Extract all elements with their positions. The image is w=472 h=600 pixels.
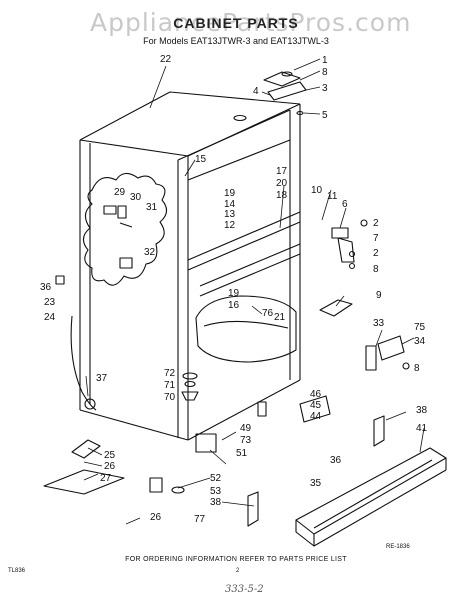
- diagram-subtitle: For Models EAT13JTWR-3 and EAT13JTWL-3: [143, 36, 329, 46]
- callout-9: 9: [376, 290, 382, 301]
- cabinet-shell: [79, 91, 301, 441]
- callout-14: 14: [224, 199, 236, 210]
- callout-44: 44: [310, 411, 322, 422]
- ordering-note: FOR ORDERING INFORMATION REFER TO PARTS …: [125, 556, 347, 563]
- callout-7: 7: [373, 233, 379, 244]
- callout-2-upper: 2: [373, 218, 379, 229]
- callout-31: 31: [146, 202, 158, 213]
- callout-22: 22: [160, 54, 172, 65]
- diagram-code: RE-1836: [386, 544, 410, 550]
- callout-18: 18: [276, 190, 288, 201]
- document-number: TL836: [8, 568, 26, 574]
- callout-72: 72: [164, 368, 176, 379]
- callout-16: 16: [228, 300, 240, 311]
- callout-51: 51: [236, 448, 248, 459]
- callout-37: 37: [96, 373, 108, 384]
- callout-41: 41: [416, 423, 428, 434]
- base-grille: [295, 447, 447, 547]
- callout-35: 35: [310, 478, 322, 489]
- callout-8-bottom: 8: [414, 363, 420, 374]
- callout-2-lower: 2: [373, 248, 379, 259]
- callout-5: 5: [322, 110, 328, 121]
- handwritten-note: 333-5-2: [225, 584, 264, 595]
- diagram-title: CABINET PARTS: [173, 15, 299, 31]
- callout-38-bottom: 38: [210, 497, 222, 508]
- callout-45: 45: [310, 400, 322, 411]
- callout-6: 6: [342, 199, 348, 210]
- callout-27: 27: [100, 473, 112, 484]
- callout-20: 20: [276, 178, 288, 189]
- page-mark: 2: [236, 568, 240, 574]
- bottom-hinge: [365, 335, 410, 371]
- callout-32: 32: [144, 247, 156, 258]
- cutaway-cloud: [82, 172, 168, 286]
- watermark: AppliancePartsPros.com: [90, 8, 412, 37]
- callout-19-upper: 19: [224, 188, 236, 199]
- callout-17: 17: [276, 166, 288, 177]
- callout-21: 21: [274, 312, 286, 323]
- callout-1: 1: [322, 55, 328, 66]
- callout-15: 15: [195, 154, 207, 165]
- drain-pan: [195, 295, 297, 363]
- callout-29: 29: [114, 187, 126, 198]
- callout-76: 76: [262, 308, 274, 319]
- callout-73: 73: [240, 435, 252, 446]
- callout-71: 71: [164, 380, 176, 391]
- callout-30: 30: [130, 192, 142, 203]
- callout-23: 23: [44, 297, 56, 308]
- callout-labels: 1 8 3 4 5 22 15 17 20 18 10 11 6 2 7 2 8…: [40, 54, 428, 525]
- callout-25: 25: [104, 450, 116, 461]
- callout-24: 24: [44, 312, 56, 323]
- callout-52: 52: [210, 473, 222, 484]
- callout-70: 70: [164, 392, 176, 403]
- callout-19-lower: 19: [228, 288, 240, 299]
- callout-36-left: 36: [40, 282, 52, 293]
- center-hinge: [331, 219, 368, 270]
- callout-34: 34: [414, 336, 426, 347]
- callout-11: 11: [327, 191, 338, 202]
- callout-26-lower: 26: [150, 512, 162, 523]
- callout-46: 46: [310, 389, 322, 400]
- callout-38-right: 38: [416, 405, 428, 416]
- callout-3: 3: [322, 83, 328, 94]
- callout-75: 75: [414, 322, 426, 333]
- shelf-rails: [187, 139, 301, 297]
- callout-13: 13: [224, 209, 236, 220]
- callout-49: 49: [240, 423, 252, 434]
- callout-8: 8: [322, 67, 328, 78]
- callout-12: 12: [224, 220, 236, 231]
- door-handle-part: [319, 299, 353, 317]
- callout-4: 4: [253, 86, 259, 97]
- callout-36-right: 36: [330, 455, 342, 466]
- callout-77: 77: [194, 514, 206, 525]
- callout-53: 53: [210, 486, 222, 497]
- callout-10: 10: [311, 185, 323, 196]
- callout-33: 33: [373, 318, 385, 329]
- callout-8-lower: 8: [373, 264, 379, 275]
- callout-26-upper: 26: [104, 461, 116, 472]
